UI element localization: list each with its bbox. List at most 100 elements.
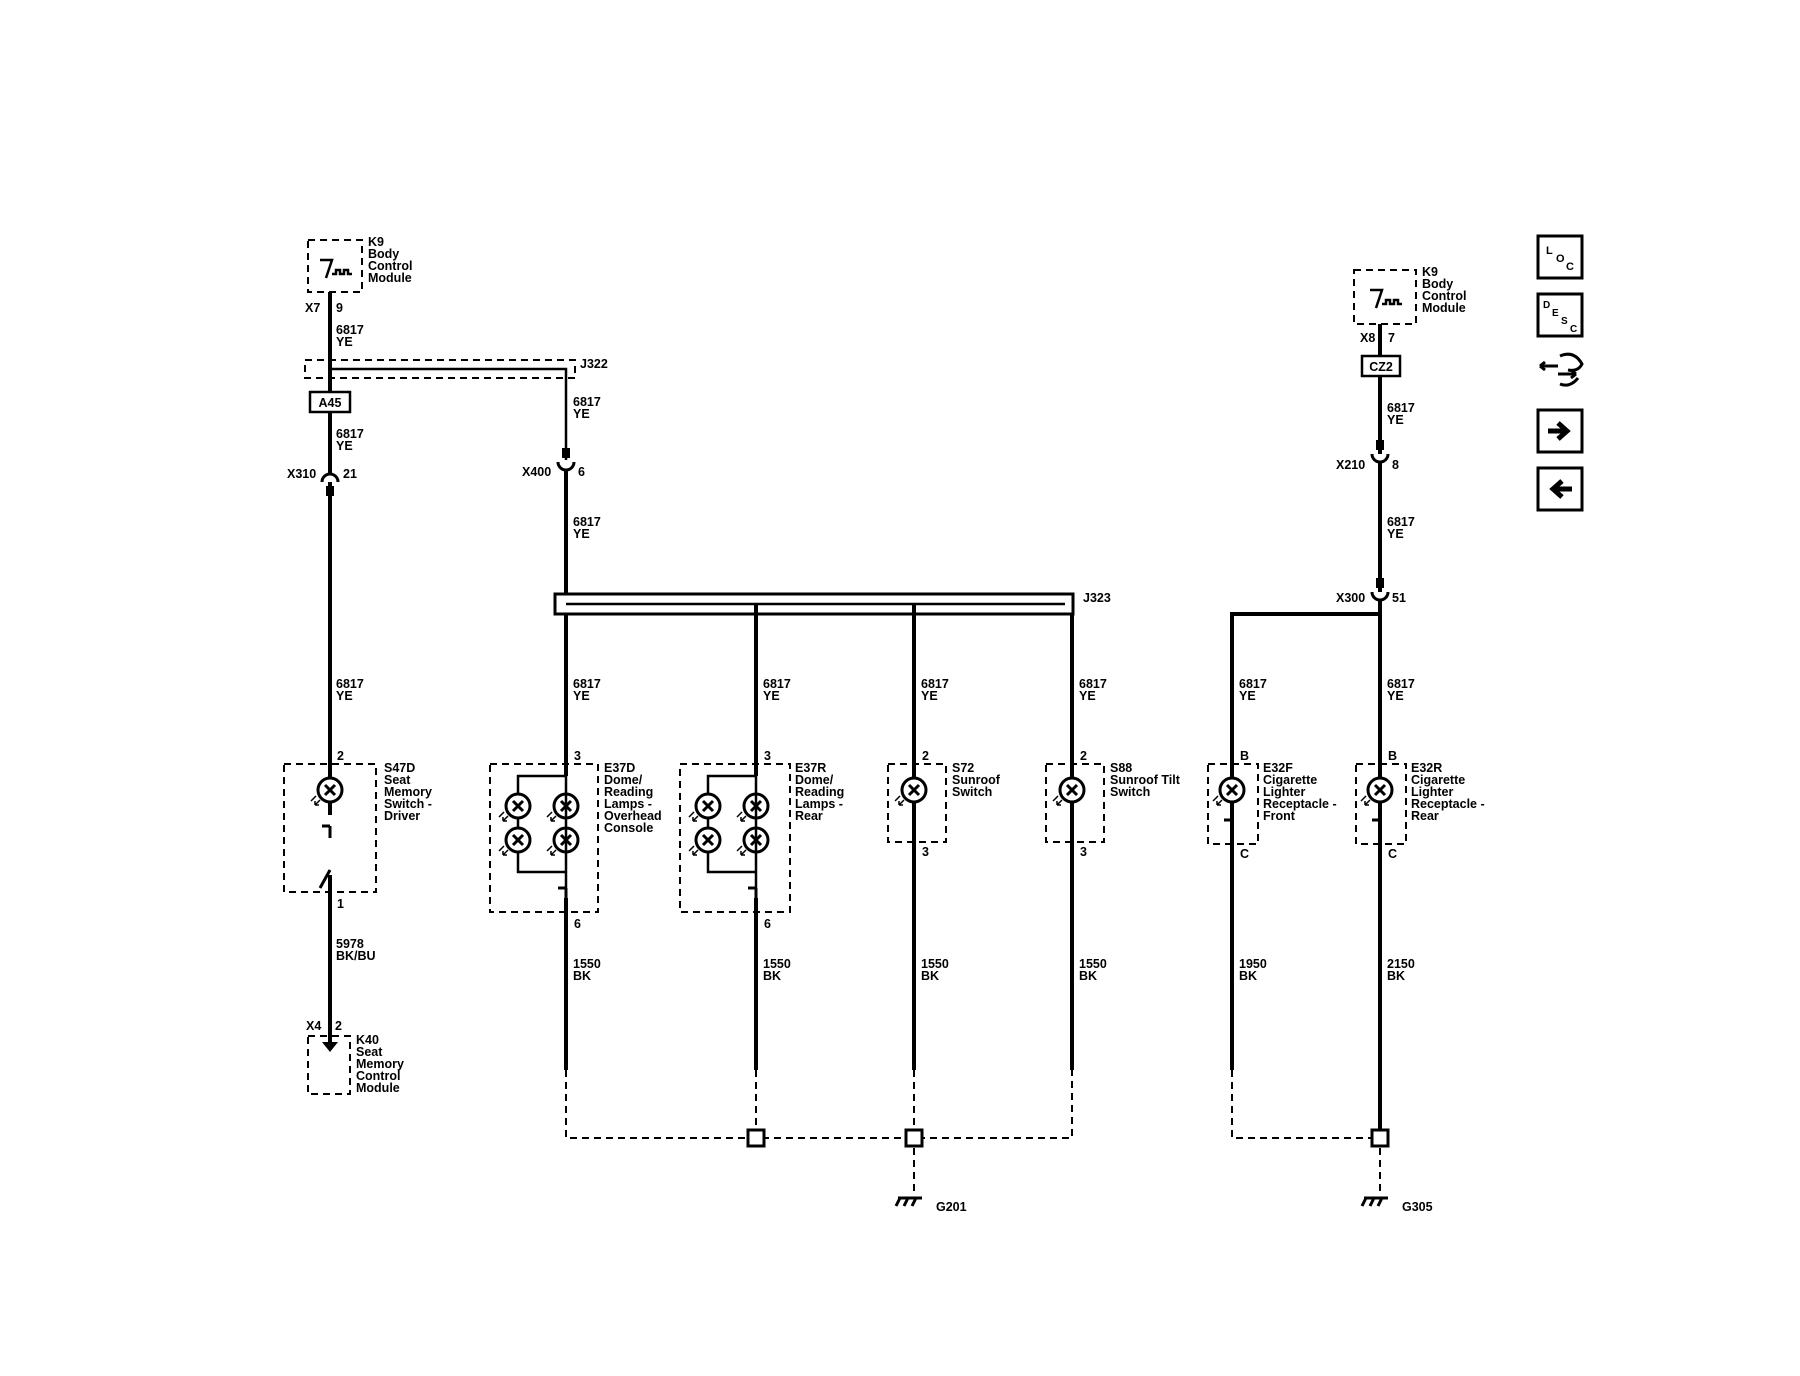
svg-text:3: 3 bbox=[1080, 845, 1087, 859]
svg-text:Switch: Switch bbox=[952, 785, 992, 799]
inline-a45 bbox=[308, 390, 352, 414]
wire-label-color: YE bbox=[1387, 413, 1404, 427]
svg-text:51: 51 bbox=[1392, 591, 1406, 605]
svg-text:X4: X4 bbox=[306, 1019, 321, 1033]
component-e32f: B C E32F Cigarette Lighter Receptacle - … bbox=[1207, 749, 1337, 861]
svg-text:C: C bbox=[1388, 847, 1397, 861]
svg-text:L: L bbox=[1546, 245, 1553, 257]
module-output-icon bbox=[1370, 288, 1402, 309]
svg-text:C: C bbox=[1566, 261, 1574, 273]
wire-label-circuit: 6817 bbox=[1079, 677, 1107, 691]
svg-text:S88: S88 bbox=[1110, 761, 1132, 775]
wire-1550-circuit: 1550 bbox=[763, 957, 791, 971]
wire-1550-circuit: 1550 bbox=[1079, 957, 1107, 971]
wire-label-color: YE bbox=[1387, 689, 1404, 703]
svg-text:Receptacle -: Receptacle - bbox=[1411, 797, 1485, 811]
wire-label-color: YE bbox=[573, 407, 590, 421]
wire-1550-color: BK bbox=[1079, 969, 1097, 983]
svg-text:2: 2 bbox=[922, 749, 929, 763]
svg-text:Switch -: Switch - bbox=[384, 797, 432, 811]
wire-label-color: YE bbox=[1239, 689, 1256, 703]
connector-view-icon[interactable] bbox=[1539, 352, 1584, 387]
k9-left-id: K9 bbox=[368, 235, 384, 249]
nav-icon-bar: L O C D E S C bbox=[1536, 234, 1584, 512]
wire-label-circuit: 6817 bbox=[573, 395, 601, 409]
svg-text:Control: Control bbox=[1422, 289, 1466, 303]
svg-text:2: 2 bbox=[337, 749, 344, 763]
k9-left-name-1: Body bbox=[368, 247, 399, 261]
k9-left-name-3: Module bbox=[368, 271, 412, 285]
component-e32r: B C E32R Cigarette Lighter Receptacle - … bbox=[1355, 749, 1485, 861]
svg-text:Sunroof: Sunroof bbox=[952, 773, 1001, 787]
svg-text:8: 8 bbox=[1392, 458, 1399, 472]
svg-text:O: O bbox=[1556, 253, 1565, 265]
svg-text:B: B bbox=[1240, 749, 1249, 763]
arrow-left-icon[interactable] bbox=[1536, 466, 1584, 512]
svg-text:B: B bbox=[1388, 749, 1397, 763]
svg-text:2: 2 bbox=[1080, 749, 1087, 763]
wire-label-circuit: 6817 bbox=[1387, 677, 1415, 691]
loc-icon[interactable]: L O C bbox=[1536, 234, 1584, 280]
svg-text:X400: X400 bbox=[522, 465, 551, 479]
svg-text:Rear: Rear bbox=[1411, 809, 1439, 823]
svg-text:Reading: Reading bbox=[604, 785, 653, 799]
svg-text:Overhead: Overhead bbox=[604, 809, 662, 823]
svg-text:Body: Body bbox=[1422, 277, 1453, 291]
wire-label-color: YE bbox=[336, 335, 353, 349]
wire-label-color: YE bbox=[573, 527, 590, 541]
wire-1950-color: BK bbox=[1239, 969, 1257, 983]
svg-text:Memory: Memory bbox=[356, 1057, 404, 1071]
wire-label-circuit: 6817 bbox=[1239, 677, 1267, 691]
wire-label-color: YE bbox=[336, 689, 353, 703]
svg-text:S47D: S47D bbox=[384, 761, 415, 775]
connector-x210: X210 8 bbox=[1336, 440, 1399, 472]
svg-text:X210: X210 bbox=[1336, 458, 1365, 472]
wire-label-color: YE bbox=[1387, 527, 1404, 541]
component-e37d: 3 6 E37D Dome/ Reading Lamps - Overhead … bbox=[489, 749, 662, 931]
splice-j323: J323 bbox=[553, 591, 1111, 616]
wire-label-color: YE bbox=[921, 689, 938, 703]
k9-left-connector: X7 bbox=[305, 301, 320, 315]
svg-text:1: 1 bbox=[337, 897, 344, 911]
svg-text:Seat: Seat bbox=[356, 1045, 383, 1059]
svg-text:K9: K9 bbox=[1422, 265, 1438, 279]
inline-cz2 bbox=[1360, 354, 1402, 378]
svg-text:Cigarette: Cigarette bbox=[1263, 773, 1317, 787]
splice-j322-label: J322 bbox=[580, 357, 608, 371]
component-s47d: 2 1 S47D Seat Memory Switch - Driver bbox=[283, 749, 432, 911]
wire-label-color: YE bbox=[763, 689, 780, 703]
svg-text:S: S bbox=[1561, 316, 1568, 327]
svg-text:E37D: E37D bbox=[604, 761, 635, 775]
svg-text:Lamps -: Lamps - bbox=[604, 797, 652, 811]
arrow-right-icon[interactable] bbox=[1536, 408, 1584, 454]
wire-1950-circuit: 1950 bbox=[1239, 957, 1267, 971]
ground-network-g305: G305 bbox=[1231, 1070, 1433, 1214]
svg-text:Switch: Switch bbox=[1110, 785, 1150, 799]
svg-text:6: 6 bbox=[574, 917, 581, 931]
svg-text:Seat: Seat bbox=[384, 773, 411, 787]
svg-text:Rear: Rear bbox=[795, 809, 823, 823]
svg-text:Front: Front bbox=[1263, 809, 1296, 823]
ground-g305-label: G305 bbox=[1402, 1200, 1433, 1214]
k40-module: X4 2 K40 Seat Memory Control Module bbox=[306, 1019, 404, 1095]
connector-x300: X300 51 bbox=[1336, 578, 1406, 605]
connector-x400: X400 6 bbox=[522, 448, 585, 479]
wire-label-circuit: 6817 bbox=[1387, 401, 1415, 415]
svg-text:Module: Module bbox=[1422, 301, 1466, 315]
wire-label-circuit: 6817 bbox=[573, 677, 601, 691]
wire-e32f bbox=[1230, 612, 1380, 1070]
svg-text:3: 3 bbox=[764, 749, 771, 763]
svg-text:E32R: E32R bbox=[1411, 761, 1442, 775]
svg-text:3: 3 bbox=[922, 845, 929, 859]
wire-1550-color: BK bbox=[921, 969, 939, 983]
svg-text:X8: X8 bbox=[1360, 331, 1375, 345]
svg-text:E32F: E32F bbox=[1263, 761, 1293, 775]
svg-text:6: 6 bbox=[578, 465, 585, 479]
desc-icon[interactable]: D E S C bbox=[1536, 292, 1584, 338]
svg-text:E: E bbox=[1552, 308, 1559, 319]
wire-label-circuit: 6817 bbox=[921, 677, 949, 691]
wire-5978-circuit: 5978 bbox=[336, 937, 364, 951]
ground-g201-label: G201 bbox=[936, 1200, 967, 1214]
wire-1550-color: BK bbox=[573, 969, 591, 983]
svg-text:D: D bbox=[1543, 300, 1550, 311]
